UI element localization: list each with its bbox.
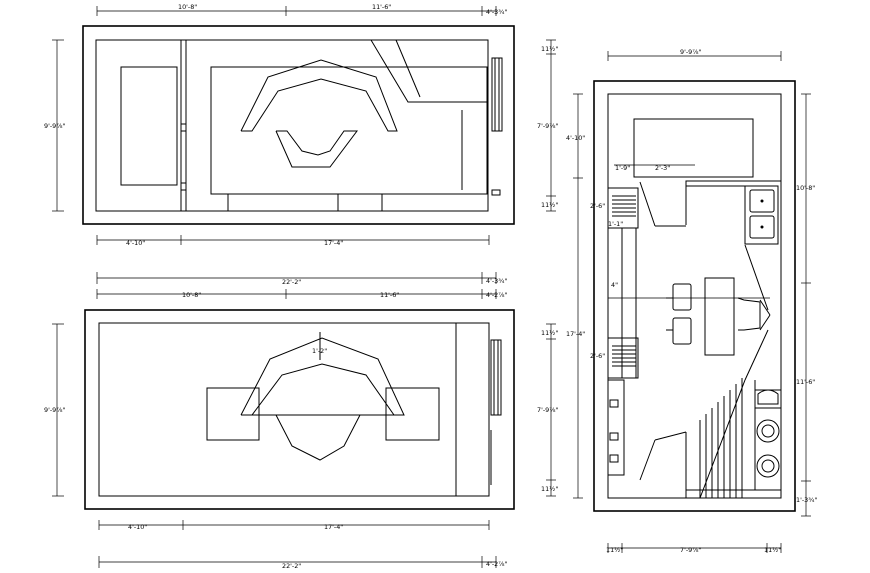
dim-text: 4'-3¾" (486, 8, 507, 16)
dim-text: 4'-10" (566, 134, 585, 142)
dim-text: 17'-4" (324, 523, 343, 531)
section-dimensions: 11½" 7'-9⅞" 11½" 11½" 7'-9⅞" 11½" (537, 39, 558, 497)
dim-text: 17'-4" (566, 330, 585, 338)
dim-text: 11'-6" (380, 291, 399, 299)
dim-text: 4" (611, 281, 618, 289)
dim-text: 4'-10" (126, 239, 145, 247)
dim-text: 22'-2" (282, 278, 301, 286)
bar-seat (737, 297, 761, 331)
dim-text: 11½" (606, 546, 623, 554)
door-opening (120, 66, 178, 186)
cabinet-right (385, 387, 440, 441)
window-icon (491, 57, 503, 196)
elevation-top: 10'-8" 11'-6" 4'-3¾" 9'-9⅞" (44, 3, 515, 247)
dim-text: 11½" (541, 485, 558, 493)
wall-inner (95, 39, 489, 212)
dim-text: 11½" (541, 45, 558, 53)
dim-text: 4'-2⅞" (486, 291, 507, 299)
elevation-bottom: 22'-2" 4'-3¾" 10'-8" 11'-6" 4'-2⅞" 9'-9⅞… (44, 272, 515, 570)
dim-text: 9'-9⅞" (680, 48, 701, 56)
dim-text: 7'-9⅞" (680, 546, 701, 554)
cabinet-left (206, 387, 260, 441)
dim-text: 1'-1" (608, 220, 623, 228)
dim-text: 11½" (541, 329, 558, 337)
dim-text: 11½" (764, 546, 781, 554)
range-hood (240, 59, 398, 132)
wall-inner (98, 322, 490, 497)
dim-text: 10'-8" (796, 184, 815, 192)
kitchen-island (704, 277, 735, 356)
island-counter (275, 414, 361, 461)
dim-text: 17'-4" (324, 239, 343, 247)
dim-text: 9'-9⅞" (44, 122, 65, 130)
window-icon (490, 339, 502, 485)
dim-text: 1'-2" (312, 347, 327, 355)
dim-text: 7'-9⅞" (537, 122, 558, 130)
dim-text: 11½" (541, 201, 558, 209)
dim-text: 7'-9⅞" (537, 406, 558, 414)
dim-text: 1'-3¾" (796, 496, 817, 504)
sink-icon (744, 185, 779, 245)
toilet-icon (754, 389, 782, 409)
dim-text: 4'-2⅞" (486, 560, 507, 568)
dim-text: 10'-8" (178, 3, 197, 11)
dim-text: 10'-8" (182, 291, 201, 299)
dim-text: 9'-9⅞" (44, 406, 65, 414)
upper-cabinets (633, 118, 754, 178)
stair-icon (686, 378, 781, 499)
dim-text: 22'-2" (282, 562, 301, 570)
dim-text: 2'-6" (590, 202, 605, 210)
dim-text: 11'-6" (372, 3, 391, 11)
stool-icon (666, 283, 692, 345)
basin-icon (756, 419, 780, 478)
dim-text: 2'-3" (655, 164, 670, 172)
stove-icon (607, 337, 639, 379)
plan-wall-outline (593, 80, 796, 512)
floor-plan: 9'-9⅞" 4'-10" 17'-4" 10'-8" 11'-6" 1'-3¾… (566, 48, 817, 554)
dim-text: 4'-10" (128, 523, 147, 531)
dim-text: 2'-6" (590, 352, 605, 360)
dim-text: 1'-9" (615, 164, 630, 172)
wall-outline (82, 25, 515, 225)
dim-text: 11'-6" (796, 378, 815, 386)
dim-text: 4'-3¾" (486, 277, 507, 285)
island-counter (275, 130, 358, 168)
wall-outline (84, 309, 515, 510)
plan-wall-inner (607, 93, 782, 499)
